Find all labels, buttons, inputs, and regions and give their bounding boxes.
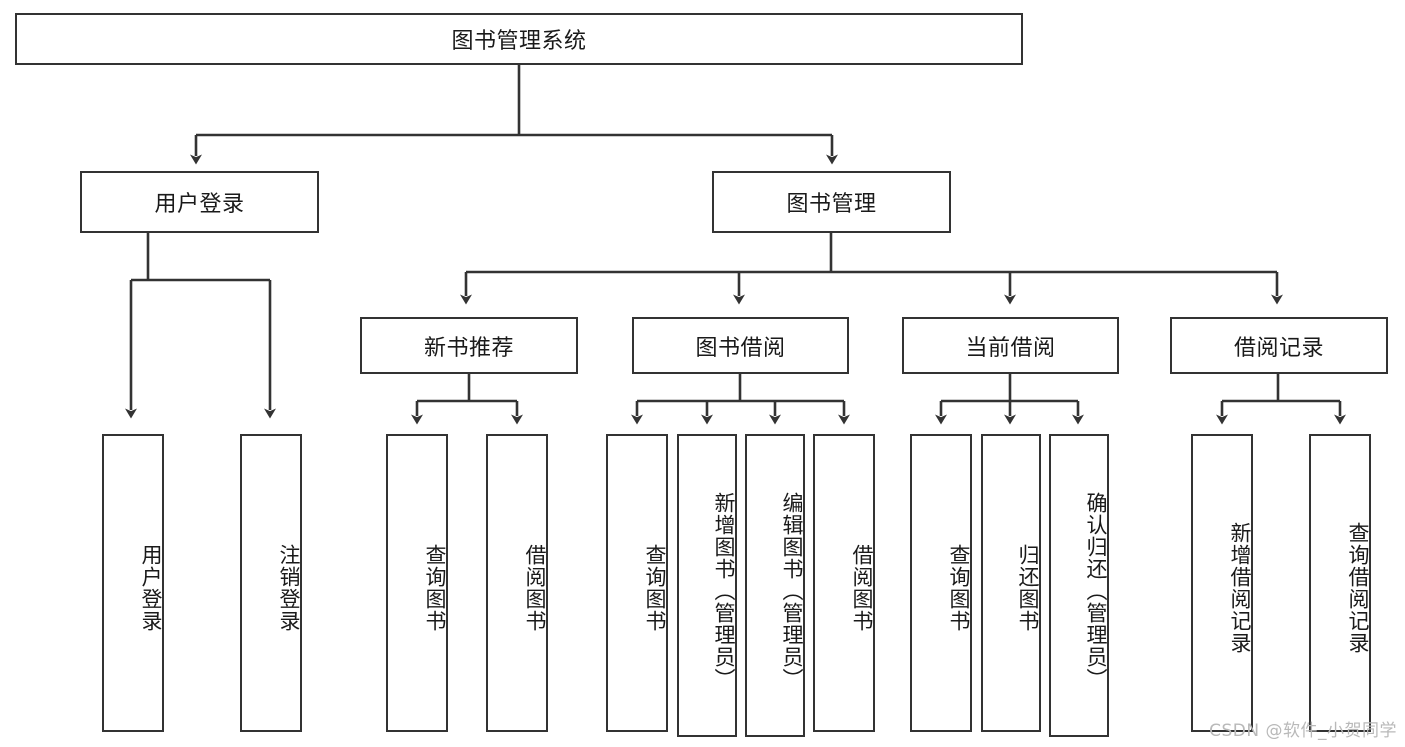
- leaf-borrow-book-recommend[interactable]: 借阅图书: [486, 434, 548, 732]
- node-book-management[interactable]: 图书管理: [712, 171, 951, 233]
- leaf-query-book-recommend-label: 查询图书: [423, 544, 447, 632]
- leaf-query-book-borrow-label: 查询图书: [643, 544, 667, 632]
- leaf-query-borrow-record-label: 查询借阅记录: [1346, 522, 1370, 654]
- leaf-query-borrow-record[interactable]: 查询借阅记录: [1309, 434, 1371, 732]
- leaf-edit-book-admin[interactable]: 编辑图书（管理员）: [745, 434, 805, 737]
- node-book-borrow-label: 图书借阅: [695, 335, 786, 361]
- leaf-query-book-recommend[interactable]: 查询图书: [386, 434, 448, 732]
- leaf-add-book-admin[interactable]: 新增图书（管理员）: [677, 434, 737, 737]
- leaf-query-book-current-label: 查询图书: [947, 544, 971, 632]
- leaf-add-borrow-record[interactable]: 新增借阅记录: [1191, 434, 1253, 732]
- leaf-borrow-book-label: 借阅图书: [850, 544, 874, 632]
- leaf-add-book-admin-label: 新增图书（管理员）: [712, 491, 736, 690]
- node-borrow-record-label: 借阅记录: [1233, 335, 1324, 361]
- leaf-logout[interactable]: 注销登录: [240, 434, 302, 732]
- node-book-borrow[interactable]: 图书借阅: [632, 317, 849, 374]
- node-book-management-label: 图书管理: [786, 192, 877, 217]
- node-new-book-recommend-label: 新书推荐: [423, 335, 514, 361]
- leaf-edit-book-admin-label: 编辑图书（管理员）: [780, 491, 804, 690]
- leaf-query-book-borrow[interactable]: 查询图书: [606, 434, 668, 732]
- leaf-confirm-return-admin-label: 确认归还（管理员）: [1084, 491, 1108, 690]
- node-current-borrow-label: 当前借阅: [965, 335, 1056, 361]
- leaf-query-book-current[interactable]: 查询图书: [910, 434, 972, 732]
- node-root-label: 图书管理系统: [451, 29, 587, 54]
- leaf-user-login-label: 用户登录: [139, 544, 163, 632]
- leaf-add-borrow-record-label: 新增借阅记录: [1228, 522, 1252, 654]
- leaf-return-book[interactable]: 归还图书: [981, 434, 1041, 732]
- leaf-borrow-book-recommend-label: 借阅图书: [523, 544, 547, 632]
- leaf-confirm-return-admin[interactable]: 确认归还（管理员）: [1049, 434, 1109, 737]
- leaf-user-login[interactable]: 用户登录: [102, 434, 164, 732]
- node-new-book-recommend[interactable]: 新书推荐: [360, 317, 578, 374]
- leaf-return-book-label: 归还图书: [1016, 544, 1040, 632]
- node-user-login-label: 用户登录: [154, 192, 245, 217]
- node-current-borrow[interactable]: 当前借阅: [902, 317, 1119, 374]
- leaf-logout-label: 注销登录: [277, 544, 301, 632]
- leaf-borrow-book[interactable]: 借阅图书: [813, 434, 875, 732]
- node-root[interactable]: 图书管理系统: [15, 13, 1023, 65]
- node-user-login[interactable]: 用户登录: [80, 171, 319, 233]
- node-borrow-record[interactable]: 借阅记录: [1170, 317, 1388, 374]
